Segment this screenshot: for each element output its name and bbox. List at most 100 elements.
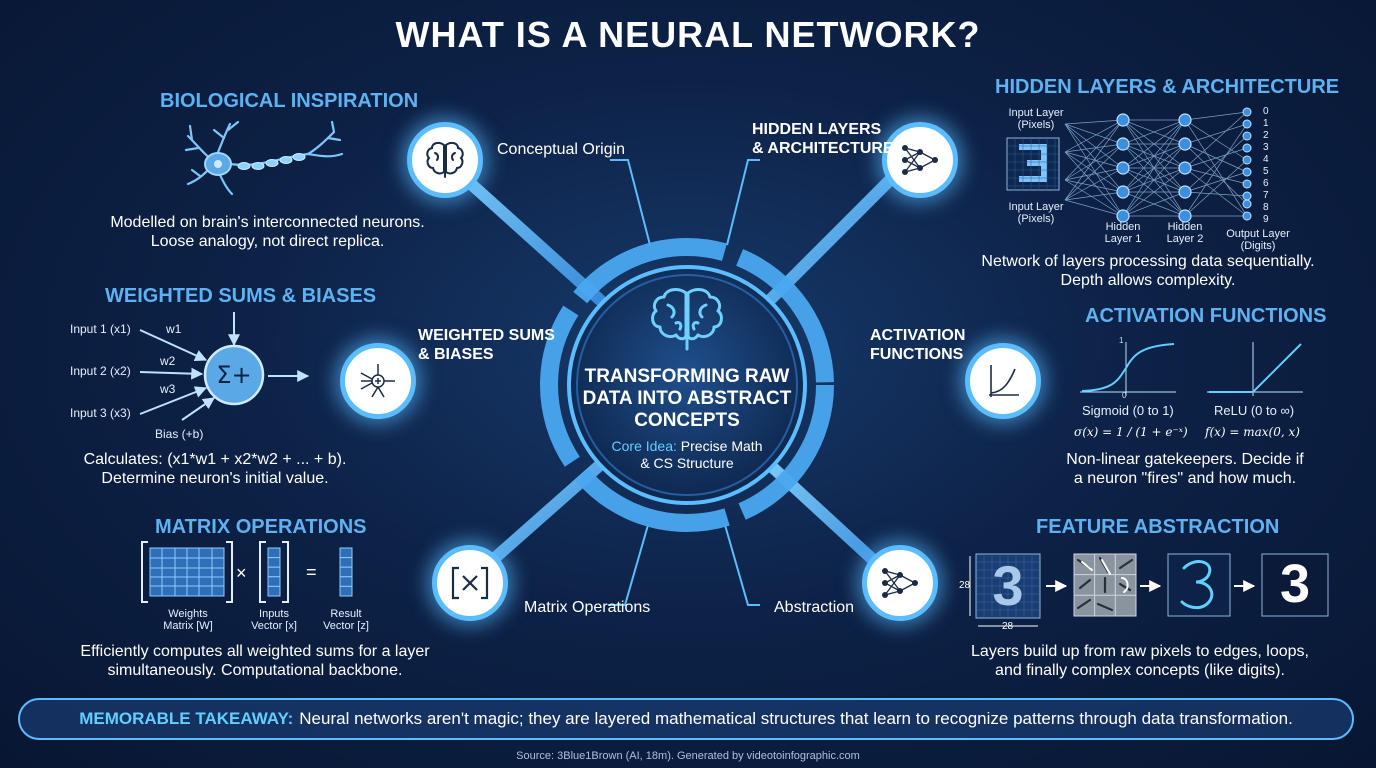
digit-label: 8 xyxy=(1263,202,1269,213)
relu-formula: f(x) = max(0, x) xyxy=(1205,425,1300,439)
output-layer-label: Output Layer (Digits) xyxy=(1220,228,1296,252)
hidden-layer-1-label: Hidden Layer 1 xyxy=(1100,221,1146,245)
weight-1-label: w1 xyxy=(166,322,182,336)
center-brain-icon xyxy=(651,288,723,351)
inputs-label-2: Vector [x] xyxy=(251,620,297,632)
relu-label: ReLU (0 to ∞) xyxy=(1214,403,1295,418)
feature-abstraction-diagram xyxy=(969,553,1329,627)
source-credit: Source: 3Blue1Brown (AI, 18m). Generated… xyxy=(516,750,860,762)
relu-graph xyxy=(1207,342,1303,396)
takeaway-lead: MEMORABLE TAKEAWAY: xyxy=(79,709,294,728)
weighted-desc-1: Calculates: (x1*w1 + x2*w2 + ... + b). xyxy=(83,451,347,468)
feature-desc-1: Layers build up from raw pixels to edges… xyxy=(971,643,1309,660)
node-weighted-sums[interactable] xyxy=(340,343,416,419)
sigmoid-label: Sigmoid (0 to 1) xyxy=(1082,403,1174,418)
bio-desc: Modelled on brain's interconnected neuro… xyxy=(95,213,440,251)
times-symbol: × xyxy=(236,563,247,583)
digit-label: 9 xyxy=(1263,214,1269,225)
hidden-desc: Network of layers processing data sequen… xyxy=(965,252,1331,290)
hidden2-2: Layer 2 xyxy=(1166,233,1204,245)
feature-desc-2: and finally complex concepts (like digit… xyxy=(995,662,1285,679)
branch-label-weighted-1: WEIGHTED SUMS xyxy=(418,327,555,344)
matrix-desc-2: simultaneously. Computational backbone. xyxy=(107,662,403,679)
branch-label-origin: Conceptual Origin xyxy=(497,141,626,158)
result-label-2: Vector [z] xyxy=(323,620,369,632)
brain-icon xyxy=(426,141,464,178)
matrix-bracket-icon xyxy=(451,566,489,600)
network-architecture-diagram xyxy=(1006,107,1252,223)
raw-pixels-digit: 3 xyxy=(992,554,1024,617)
branch-label-weighted-2: & BIASES xyxy=(418,346,494,363)
inputs-label-1: Inputs xyxy=(259,608,289,620)
core-idea-label: Core Idea: xyxy=(611,438,677,454)
digit-label: 2 xyxy=(1263,130,1269,141)
node-activation[interactable] xyxy=(965,343,1041,419)
activation-curve-icon xyxy=(989,365,1019,397)
output-digit-labels: 0 1 2 3 4 5 6 7 8 9 xyxy=(1263,106,1269,226)
network-icon xyxy=(902,145,938,175)
branch-label-abstraction: Abstraction xyxy=(774,599,855,616)
input-layer-label-top: Input Layer (Pixels) xyxy=(1004,107,1068,131)
center-sub-2: & CS Structure xyxy=(640,455,734,471)
dimension-vertical-label: 28 xyxy=(959,580,971,591)
input-2-label: Input 2 (x2) xyxy=(70,364,131,378)
branch-label-hidden: HIDDEN LAYERS & ARCHITECTURE xyxy=(752,120,894,158)
matrix-diagram xyxy=(141,541,353,603)
input-top-1: Input Layer xyxy=(1008,107,1064,119)
summation-node-icon xyxy=(360,364,395,398)
weights-label-2: Matrix [W] xyxy=(163,620,213,632)
network-icon xyxy=(882,568,918,598)
hidden2-1: Hidden xyxy=(1167,221,1203,233)
result-vector-label: Result Vector [z] xyxy=(316,608,376,632)
bio-desc-2: Loose analogy, not direct replica. xyxy=(150,233,385,250)
center-concept: TRANSFORMING RAW DATA INTO ABSTRACT CONC… xyxy=(577,366,797,472)
weights-matrix-label: Weights Matrix [W] xyxy=(150,608,226,632)
digit-label: 5 xyxy=(1263,166,1269,177)
input-bot-2: (Pixels) xyxy=(1017,213,1055,225)
weighted-title: WEIGHTED SUMS & BIASES xyxy=(105,285,377,307)
inputs-vector-label: Inputs Vector [x] xyxy=(244,608,304,632)
page-title: WHAT IS A NEURAL NETWORK? xyxy=(395,14,981,55)
takeaway-text: Neural networks aren't magic; they are l… xyxy=(299,709,1293,728)
takeaway-banner: MEMORABLE TAKEAWAY: Neural networks aren… xyxy=(18,698,1354,740)
node-abstraction[interactable] xyxy=(862,545,938,621)
hidden-layer-2-label: Hidden Layer 2 xyxy=(1162,221,1208,245)
digit-label: 3 xyxy=(1263,142,1269,153)
core-idea-text: Precise Math xyxy=(680,438,763,454)
sigmoid-axis-one: 1 xyxy=(1119,336,1124,345)
digit-label: 0 xyxy=(1263,106,1269,117)
sigmoid-formula: σ(x) = 1 / (1 + e⁻ˣ) xyxy=(1074,425,1188,439)
weights-label-1: Weights xyxy=(168,608,208,620)
branch-label-matrix: Matrix Operations xyxy=(524,599,651,616)
branch-label-activation-2: FUNCTIONS xyxy=(870,346,964,363)
activation-title: ACTIVATION FUNCTIONS xyxy=(1085,305,1327,327)
hidden-desc-1: Network of layers processing data sequen… xyxy=(981,253,1315,270)
node-hidden-layers[interactable] xyxy=(882,122,958,198)
node-matrix-operations[interactable] xyxy=(432,545,508,621)
digit-label: 4 xyxy=(1263,154,1269,165)
dimension-horizontal-label: 28 xyxy=(1002,621,1014,632)
activation-desc-1: Non-linear gatekeepers. Decide if xyxy=(1066,451,1304,468)
weighted-desc-2: Determine neuron's initial value. xyxy=(101,470,329,487)
branch-label-hidden-1: HIDDEN LAYERS xyxy=(752,121,882,138)
output-2: (Digits) xyxy=(1240,240,1276,252)
branch-label-activation-1: ACTIVATION xyxy=(870,327,966,344)
equals-symbol: = xyxy=(306,562,317,582)
center-title-1: TRANSFORMING RAW xyxy=(584,366,790,387)
sigmoid-axis-zero: 0 xyxy=(1122,391,1127,400)
sigmoid-graph xyxy=(1080,342,1176,396)
node-conceptual-origin[interactable] xyxy=(407,122,483,198)
center-sub-1: Core Idea: Precise Math xyxy=(577,438,797,455)
hidden1-2: Layer 1 xyxy=(1104,233,1142,245)
center-title-2: DATA INTO ABSTRACT xyxy=(582,388,792,409)
hidden-desc-2: Depth allows complexity. xyxy=(1060,272,1236,289)
input-3-label: Input 3 (x3) xyxy=(70,406,131,420)
branch-label-activation: ACTIVATION FUNCTIONS xyxy=(870,326,966,364)
weighted-desc: Calculates: (x1*w1 + x2*w2 + ... + b). D… xyxy=(65,450,365,488)
result-label-1: Result xyxy=(330,608,362,620)
output-1: Output Layer xyxy=(1226,228,1290,240)
digit-label: 1 xyxy=(1263,118,1269,129)
final-digit: 3 xyxy=(1279,554,1311,614)
bio-title: BIOLOGICAL INSPIRATION xyxy=(160,90,419,112)
